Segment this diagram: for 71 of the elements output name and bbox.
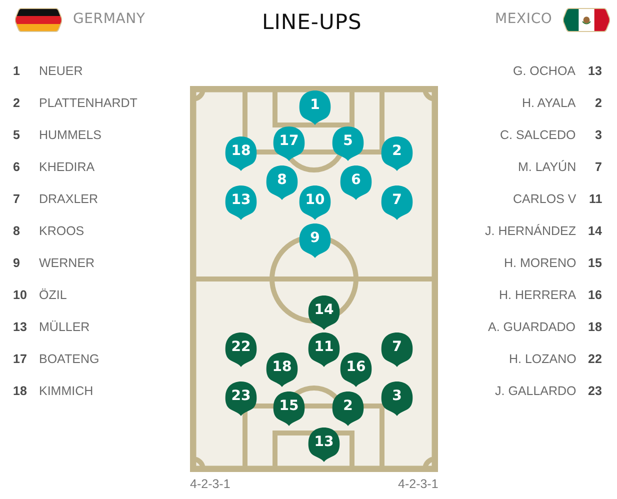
player-name: ÖZIL [39,288,67,302]
shirt-number: 22 [588,352,602,366]
player-name: WERNER [39,256,95,270]
player-name: NEUER [39,64,83,78]
player-marker: 23 [225,381,257,416]
player-marker: 1 [299,90,331,125]
player-name: G. OCHOA [513,64,576,78]
player-name: H. AYALA [522,96,576,110]
shirt-number: 13 [13,320,27,334]
player-marker: 18 [225,136,257,171]
shirt-number: 11 [589,192,602,206]
shirt-number: 13 [588,64,602,78]
player-name: KHEDIRA [39,160,95,174]
player-name: H. HERRERA [499,288,576,302]
player-name: CARLOS V [513,192,576,206]
player-marker: 2 [332,391,364,426]
shirt-number: 16 [588,288,602,302]
player-name: H. LOZANO [509,352,576,366]
player-marker: 18 [266,352,298,387]
shirt-number: 18 [13,384,27,398]
player-marker: 9 [299,223,331,258]
shirt-number: 2 [595,96,602,110]
player-marker: 16 [340,352,372,387]
player-name: J. GALLARDO [495,384,576,398]
team-name: GERMANY [73,10,146,28]
formation-label: 4-2-3-1 [398,476,438,492]
player-marker: 10 [299,185,331,220]
player-marker: 13 [225,185,257,220]
player-marker: 5 [332,126,364,161]
player-name: DRAXLER [39,192,98,206]
shirt-number: 23 [588,384,602,398]
player-marker: 17 [273,126,305,161]
player-marker: 3 [381,381,413,416]
player-marker: 6 [340,165,372,200]
player-name: KROOS [39,224,84,238]
player-name: PLATTENHARDT [39,96,138,110]
player-marker: 2 [381,136,413,171]
shirt-number: 5 [13,128,20,142]
shirt-number: 18 [588,320,602,334]
shirt-number: 15 [588,256,602,270]
shirt-number: 1 [13,64,20,78]
shirt-number: 9 [13,256,20,270]
player-name: HUMMELS [39,128,102,142]
player-marker: 7 [381,332,413,367]
player-marker: 22 [225,332,257,367]
player-marker: 8 [266,165,298,200]
shirt-number: 8 [13,224,20,238]
shirt-number: 6 [13,160,20,174]
player-name: C. SALCEDO [500,128,576,142]
shirt-number: 2 [13,96,20,110]
shirt-number: 14 [588,224,602,238]
player-name: KIMMICH [39,384,94,398]
player-name: BOATENG [39,352,100,366]
player-marker: 13 [308,427,340,462]
player-name: M. LAYÚN [518,160,576,174]
shirt-number: 17 [13,352,27,366]
shirt-number: 7 [595,160,602,174]
team-name: MEXICO [495,10,552,28]
shirt-number: 10 [13,288,27,302]
player-name: A. GUARDADO [488,320,576,334]
shirt-number: 7 [13,192,20,206]
player-marker: 11 [308,332,340,367]
player-name: J. HERNÁNDEZ [485,224,576,238]
player-marker: 7 [381,185,413,220]
shirt-number: 3 [595,128,602,142]
formation-label: 4-2-3-1 [190,476,230,492]
player-name: H. MORENO [504,256,576,270]
player-name: MÜLLER [39,320,90,334]
player-marker: 14 [308,295,340,330]
player-marker: 15 [273,391,305,426]
page-title: LINE-UPS [262,10,362,34]
